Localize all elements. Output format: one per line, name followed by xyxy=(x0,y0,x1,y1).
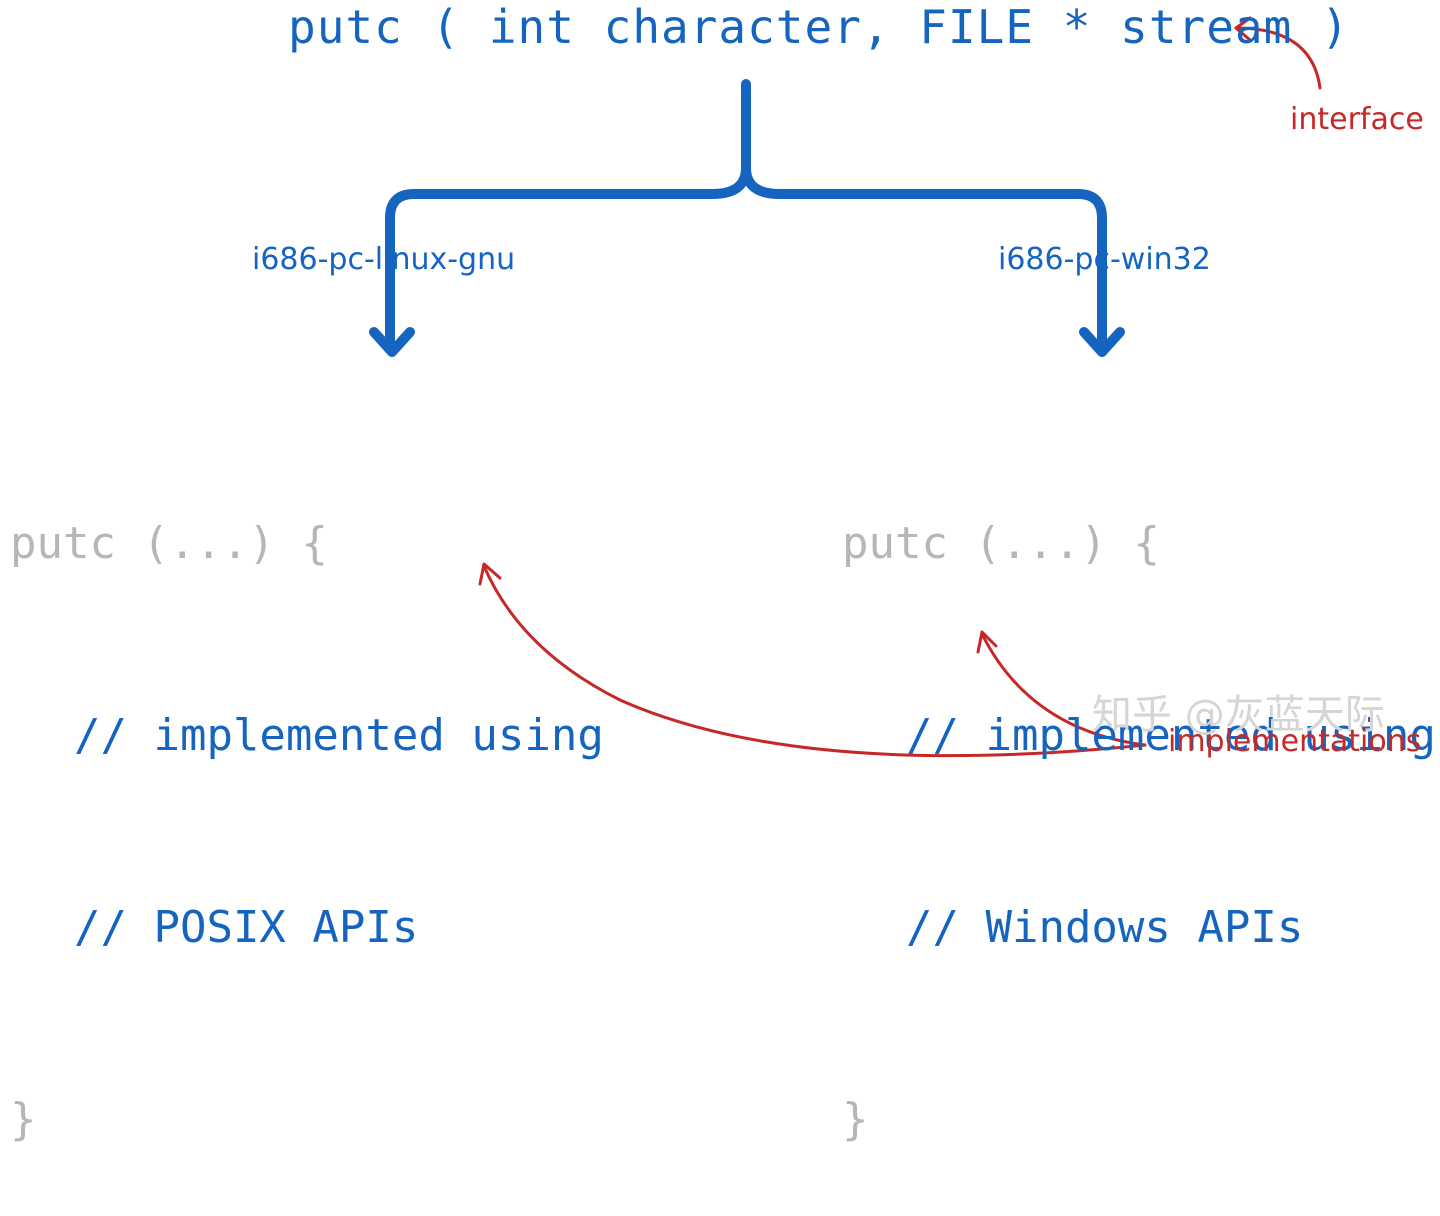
linux-impl-open: putc (...) { xyxy=(10,518,328,569)
linux-impl-close: } xyxy=(10,1094,37,1145)
interface-label: interface xyxy=(1290,102,1424,137)
implementations-label: implementations xyxy=(1168,724,1422,759)
windows-implementation: putc (...) { // implemented using // Win… xyxy=(842,384,1436,1216)
linux-implementation: putc (...) { // implemented using // POS… xyxy=(10,384,604,1216)
windows-impl-comment-2: // Windows APIs xyxy=(906,902,1304,953)
implementations-arrow-right xyxy=(980,632,1147,747)
interface-signature: putc ( int character, FILE * stream ) xyxy=(288,0,1350,54)
arrow-head-linux xyxy=(369,327,415,357)
implementations-arrow-right-head xyxy=(976,630,998,654)
target-linux-label: i686-pc-linux-gnu xyxy=(252,242,516,277)
implementations-arrow-left xyxy=(482,564,1147,758)
implementations-arrow-left-head xyxy=(478,562,502,586)
target-windows-label: i686-pc-win32 xyxy=(998,242,1211,277)
arrow-head-windows xyxy=(1079,327,1125,357)
diagram-connectors xyxy=(369,16,1322,758)
linux-impl-comment-2: // POSIX APIs xyxy=(74,902,419,953)
branch-bracket xyxy=(385,79,1107,350)
linux-impl-comment-1: // implemented using xyxy=(74,710,604,761)
windows-impl-close: } xyxy=(842,1094,869,1145)
windows-impl-comment-1: // implemented using xyxy=(906,710,1436,761)
interface-arrow xyxy=(1234,26,1322,90)
interface-arrow-head xyxy=(1234,16,1252,42)
watermark: 知乎 @灰蓝天际 xyxy=(1092,692,1385,738)
windows-impl-open: putc (...) { xyxy=(842,518,1160,569)
